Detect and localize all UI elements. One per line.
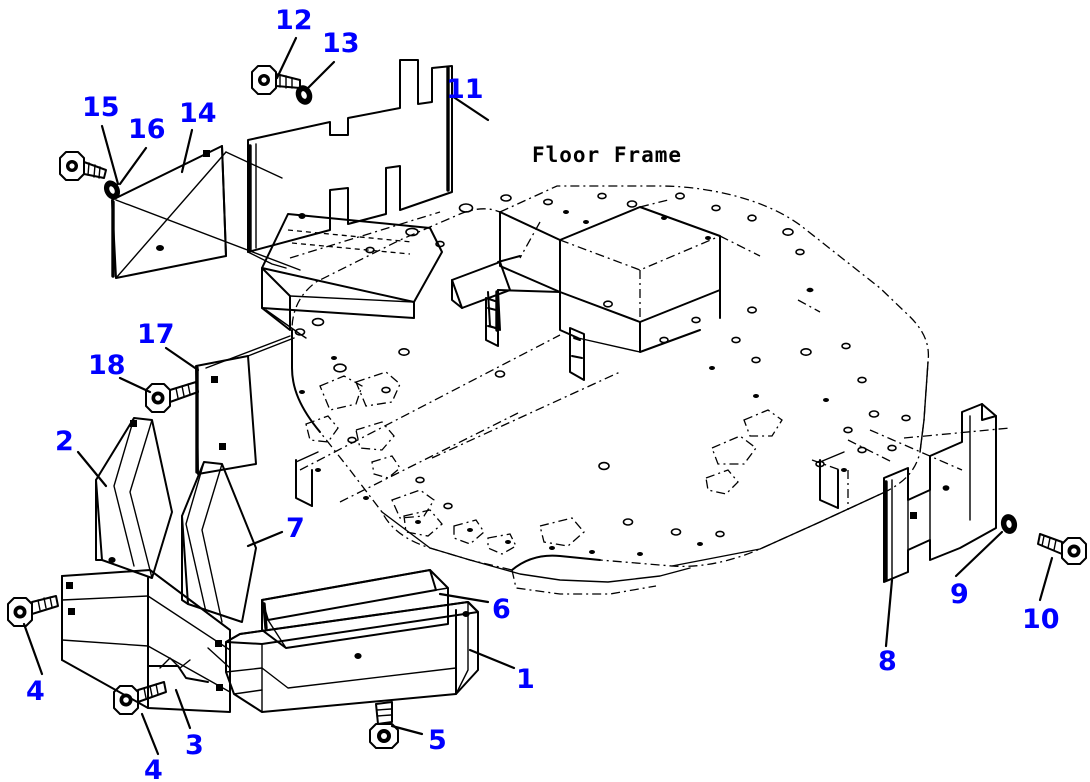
- floor-frame-label: Floor Frame: [532, 143, 682, 167]
- callout-3: 3: [185, 730, 204, 761]
- raised-box-center: [451, 211, 561, 332]
- callout-11: 11: [446, 74, 484, 105]
- frame-left-flange: [295, 451, 319, 507]
- part-7-panel: [181, 461, 257, 623]
- callout-17: 17: [137, 319, 175, 350]
- washer-9: [1000, 514, 1018, 534]
- callout-7: 7: [286, 513, 305, 544]
- frame-tabs: [485, 297, 585, 381]
- callout-9: 9: [950, 579, 969, 610]
- callout-13: 13: [322, 28, 360, 59]
- washer-16: [103, 180, 121, 200]
- bolt-12: [251, 65, 301, 95]
- callout-8: 8: [878, 646, 897, 677]
- leader-lines: [22, 36, 1054, 756]
- callout-18: 18: [88, 350, 126, 381]
- frame-small-dots: [299, 210, 847, 556]
- bolt-4-left: [7, 595, 59, 627]
- part-1-panel: [225, 601, 479, 713]
- bolt-5: [369, 701, 399, 749]
- frame-bolt-holes: [294, 192, 911, 538]
- callout-12: 12: [275, 5, 313, 36]
- part-2-panel: [95, 417, 173, 579]
- callout-15: 15: [82, 92, 120, 123]
- callout-4b: 4: [144, 755, 163, 782]
- callout-14: 14: [179, 98, 217, 129]
- frame-cutouts: [305, 371, 783, 555]
- callout-10: 10: [1022, 604, 1060, 635]
- callout-6: 6: [492, 594, 511, 625]
- callout-4a: 4: [26, 676, 45, 707]
- part-3-bracket: [61, 569, 231, 713]
- callout-16: 16: [128, 114, 166, 145]
- floor-frame-plate: [261, 185, 930, 595]
- part-14-panel: [111, 145, 301, 279]
- washer-13: [295, 85, 313, 105]
- bolt-4-center: [113, 681, 167, 715]
- raised-box-right: [559, 206, 721, 353]
- callout-2: 2: [55, 426, 74, 457]
- callout-1: 1: [516, 664, 535, 695]
- bolt-18: [145, 381, 199, 413]
- callout-numbers: 1 2 3 4 4 5 6 7 8 9 10 11 12 13 14 15 16…: [26, 5, 1060, 782]
- callout-5: 5: [428, 725, 447, 756]
- bolt-10: [1037, 533, 1087, 565]
- raised-box-left: [261, 213, 443, 339]
- part-8-panel: [869, 403, 1011, 583]
- frame-right-flange: [819, 439, 893, 510]
- part-6-panel: [261, 569, 449, 649]
- bolt-15: [59, 151, 107, 181]
